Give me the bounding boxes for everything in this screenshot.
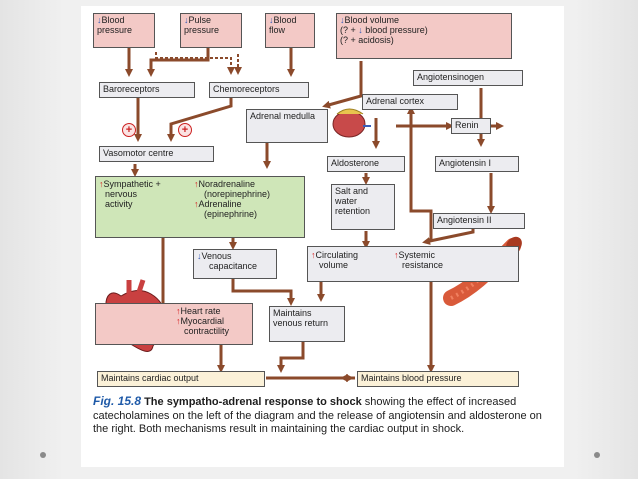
- cardiac-output-box: Maintains cardiac output: [97, 371, 265, 387]
- renin-box: Renin: [451, 118, 491, 134]
- aldosterone-box: Aldosterone: [327, 156, 405, 172]
- baroreceptors-box: Baroreceptors: [99, 82, 195, 98]
- circulating-resistance-box: ↑Circulating volume ↑Systemic resistance: [307, 246, 519, 282]
- blood-pressure-output-box: Maintains blood pressure: [357, 371, 519, 387]
- angiotensin-1-box: Angiotensin I: [435, 156, 519, 172]
- catecholamine-box: ↑Sympathetic + nervous activity ↑Noradre…: [95, 176, 305, 238]
- venous-return-box: Maintains venous return: [269, 306, 345, 342]
- chemoreceptors-box: Chemoreceptors: [209, 82, 309, 98]
- slide-bullet-left: [40, 452, 46, 458]
- angiotensin-2-box: Angiotensin II: [433, 213, 525, 229]
- angiotensinogen-box: Angiotensinogen: [413, 70, 523, 86]
- venous-capacitance-box: ↓Venous capacitance: [193, 249, 277, 279]
- slide-bullet-right: [594, 452, 600, 458]
- salt-water-retention-box: Salt and water retention: [331, 184, 395, 230]
- figure-panel: ↓Blood pressure ↓Pulse pressure ↓Blood f…: [81, 6, 564, 467]
- blood-pressure-box: ↓Blood pressure: [93, 13, 155, 48]
- kidney-illustration: [332, 108, 371, 138]
- cardiac-effects-box: ↑Heart rate ↑Myocardial contractility: [95, 303, 253, 345]
- pulse-pressure-box: ↓Pulse pressure: [180, 13, 242, 48]
- blood-volume-box: ↓Blood volume (? + ↓ blood pressure) (? …: [336, 13, 512, 59]
- vasomotor-centre-box: Vasomotor centre: [99, 146, 214, 162]
- figure-caption: Fig. 15.8 The sympatho-adrenal response …: [93, 394, 542, 435]
- blood-flow-box: ↓Blood flow: [265, 13, 315, 48]
- adrenal-cortex-box: Adrenal cortex: [362, 94, 458, 110]
- adrenal-medulla-box: Adrenal medulla: [246, 109, 328, 143]
- positive-sign-right: +: [178, 123, 192, 137]
- positive-sign-left: +: [122, 123, 136, 137]
